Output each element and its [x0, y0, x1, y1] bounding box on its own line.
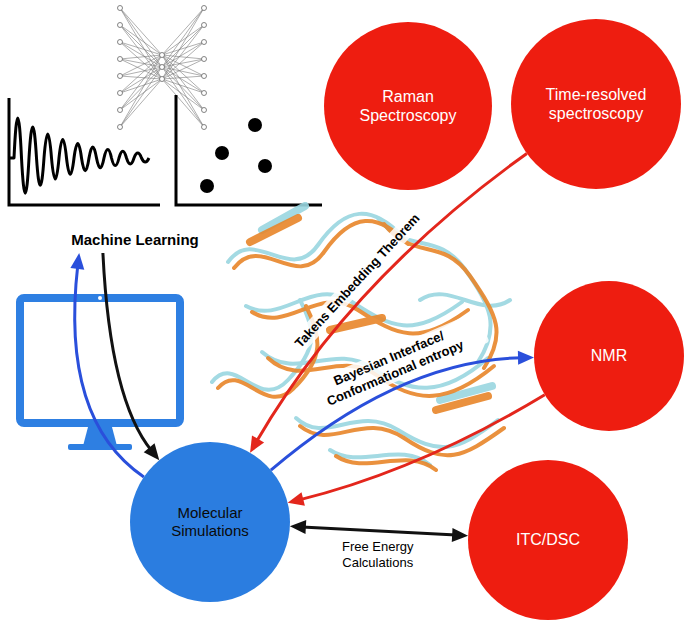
- data-point: [258, 159, 272, 173]
- data-point: [248, 118, 262, 132]
- arrowhead: [70, 253, 84, 270]
- circle-fill: [511, 19, 681, 189]
- neuron: [202, 91, 207, 96]
- neuron: [118, 125, 123, 130]
- arrowhead: [250, 435, 264, 452]
- neuron: [202, 74, 207, 79]
- protein-ribbon-cyan: [212, 206, 510, 465]
- node-text: Machine Learning: [71, 231, 199, 249]
- network-links: [162, 8, 204, 127]
- section-label: Machine Learning: [65, 227, 205, 253]
- neuron: [160, 65, 165, 70]
- connector: [103, 253, 159, 460]
- beta-strand: [436, 396, 488, 410]
- technique-circle: Raman Spectroscopy: [324, 22, 492, 190]
- connector: [250, 153, 527, 452]
- neuron: [118, 6, 123, 11]
- neuron: [160, 53, 165, 58]
- connector-line: [256, 153, 527, 442]
- technique-circle: ITC/DSC: [468, 460, 628, 620]
- beta-strand: [250, 218, 298, 242]
- node-text: NMR: [591, 346, 627, 365]
- arrowhead: [288, 492, 305, 506]
- network-neurons: [118, 6, 207, 130]
- simulation-circle: Molecular Simulations: [130, 442, 290, 602]
- node-text: ITC/DSC: [516, 530, 580, 549]
- neuron: [202, 6, 207, 11]
- monitor-screen: [20, 298, 180, 423]
- network-links: [120, 8, 162, 127]
- neuron: [202, 108, 207, 113]
- monitor-camera: [98, 296, 102, 300]
- circle-fill: [468, 460, 628, 620]
- arrowhead: [144, 443, 160, 460]
- scatter-points: [200, 118, 272, 193]
- connector-line: [302, 527, 456, 535]
- neuron: [118, 91, 123, 96]
- connector-line: [75, 265, 144, 477]
- neuron: [202, 40, 207, 45]
- circle-fill: [324, 22, 492, 190]
- ribbon: [300, 426, 504, 455]
- edge-label: Takens Embedding Theorem: [288, 207, 426, 355]
- node-text: Raman Spectroscopy: [348, 87, 468, 125]
- text-holder: Time-resolved spectroscopy: [511, 19, 681, 189]
- neuron: [202, 23, 207, 28]
- circle-fill: [130, 442, 290, 602]
- connector-line: [103, 253, 152, 451]
- neural-network: [118, 6, 207, 130]
- damped-wave: [9, 118, 149, 193]
- arrowhead: [290, 520, 306, 534]
- arrowhead: [518, 351, 534, 365]
- neuron: [160, 77, 165, 82]
- technique-circle: Time-resolved spectroscopy: [511, 19, 681, 189]
- neuron: [118, 23, 123, 28]
- neuron: [118, 57, 123, 62]
- neuron: [118, 108, 123, 113]
- technique-circle: NMR: [534, 281, 684, 431]
- node-text: Molecular Simulations: [155, 504, 265, 540]
- edge-label: Free Energy Calculations: [324, 538, 432, 571]
- text-holder: NMR: [534, 281, 684, 431]
- data-point: [200, 179, 214, 193]
- circle-outline: [511, 19, 681, 189]
- node-text: Time-resolved spectroscopy: [536, 85, 656, 123]
- text-holder: Raman Spectroscopy: [324, 22, 492, 190]
- circle-outline: [324, 22, 492, 190]
- neuron: [202, 125, 207, 130]
- data-point: [215, 146, 229, 160]
- plot-axes: [176, 95, 322, 205]
- text-holder: Molecular Simulations: [130, 442, 290, 602]
- arrowhead: [452, 528, 468, 542]
- ribbon: [420, 294, 510, 306]
- neuron: [202, 57, 207, 62]
- monitor-base: [68, 444, 132, 450]
- protein-structure: [212, 206, 510, 470]
- neuron: [118, 74, 123, 79]
- circle-fill: [534, 281, 684, 431]
- neuron: [118, 40, 123, 45]
- text-holder: ITC/DSC: [468, 460, 628, 620]
- plot-axes: [9, 98, 160, 205]
- connector: [70, 253, 143, 477]
